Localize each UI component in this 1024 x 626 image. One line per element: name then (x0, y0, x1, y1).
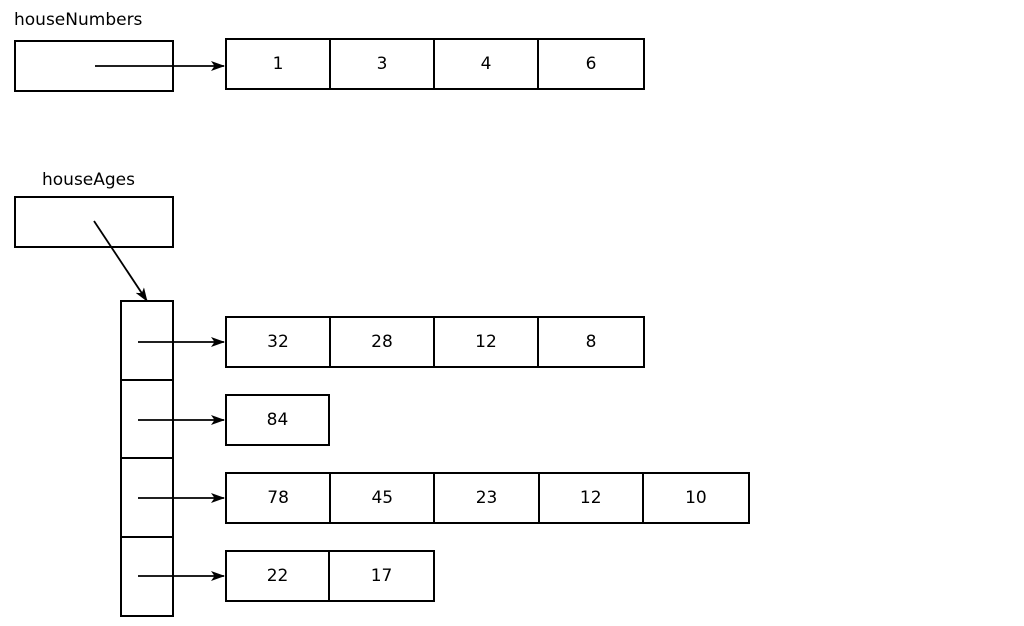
array-cell: 17 (370, 566, 393, 586)
array-cell: 6 (585, 54, 597, 74)
array-cell: 22 (227, 552, 331, 600)
array-cell: 45 (331, 474, 436, 522)
array-cell: 10 (685, 488, 707, 508)
house-numbers-reference-box (14, 40, 174, 92)
house-ages-row-array: 78 45 23 12 10 (225, 472, 750, 524)
array-cell: 4 (435, 40, 539, 88)
house-ages-row-array: 22 17 (225, 550, 435, 602)
house-ages-row-array: 32 28 12 8 (225, 316, 645, 368)
house-ages-reference-box (14, 196, 174, 248)
outer-array-cell (122, 302, 172, 381)
array-cell: 78 (227, 474, 332, 522)
house-ages-outer-array (120, 300, 174, 617)
array-cell: 12 (540, 474, 644, 522)
array-cell: 3 (331, 40, 435, 88)
house-numbers-label: houseNumbers (14, 10, 143, 30)
array-cell: 12 (435, 318, 539, 366)
outer-array-cell (122, 381, 172, 459)
array-cell: 23 (435, 474, 540, 522)
house-ages-label: houseAges (42, 170, 136, 190)
array-cell: 32 (227, 318, 331, 366)
array-cell: 1 (227, 40, 331, 88)
outer-array-cell (122, 538, 172, 616)
house-numbers-array: 1 3 4 6 (225, 38, 645, 90)
array-cell: 8 (585, 332, 597, 352)
array-cell: 84 (266, 410, 289, 430)
outer-array-cell (122, 459, 172, 538)
array-cell: 28 (331, 318, 435, 366)
house-ages-row-array: 84 (225, 394, 330, 446)
